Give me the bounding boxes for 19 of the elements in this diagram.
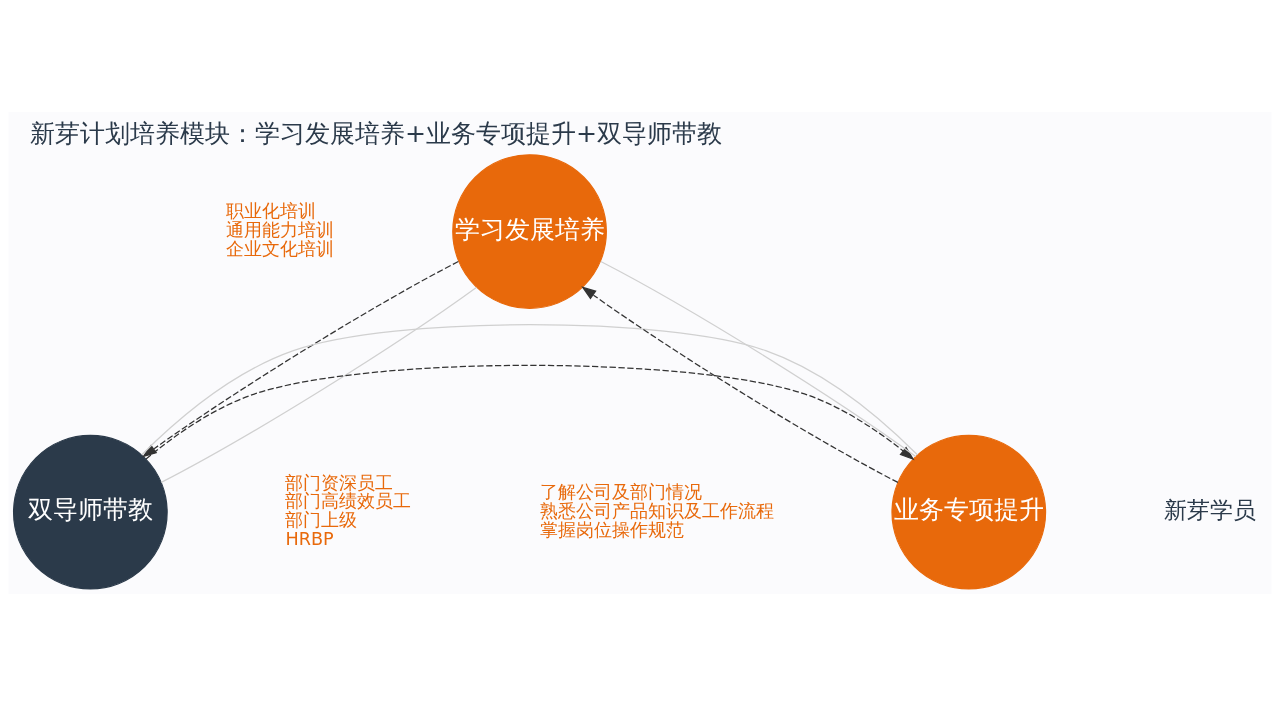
- arrow: [145, 364, 915, 461]
- node-label: 职业化培训: [226, 201, 317, 222]
- node-circle: 学习发展培养: [452, 154, 607, 309]
- node-label: HRBP: [285, 529, 334, 550]
- node-label: 部门资深员工: [285, 472, 394, 493]
- node-label: 部门上级: [285, 510, 358, 531]
- connector: [600, 260, 917, 458]
- node-label: 企业文化培训: [226, 239, 335, 260]
- node-label: 熟悉公司产品知识及工作流程: [539, 500, 774, 521]
- label: 新芽学员: [1164, 496, 1257, 523]
- node-label: 了解公司及部门情况: [539, 481, 702, 502]
- diagram-title: 新芽计划培养模块：学习发展培养+业务专项提升+双导师带教: [29, 119, 723, 149]
- node-label: 通用能力培训: [226, 220, 335, 241]
- connector: [160, 286, 477, 484]
- node-circle: 双导师带教: [12, 434, 168, 590]
- node-label: 部门高绩效员工: [285, 491, 412, 512]
- node-circle: 业务专项提升: [891, 434, 1047, 590]
- node-label: 掌握岗位操作规范: [539, 519, 684, 540]
- arrow: [581, 286, 899, 484]
